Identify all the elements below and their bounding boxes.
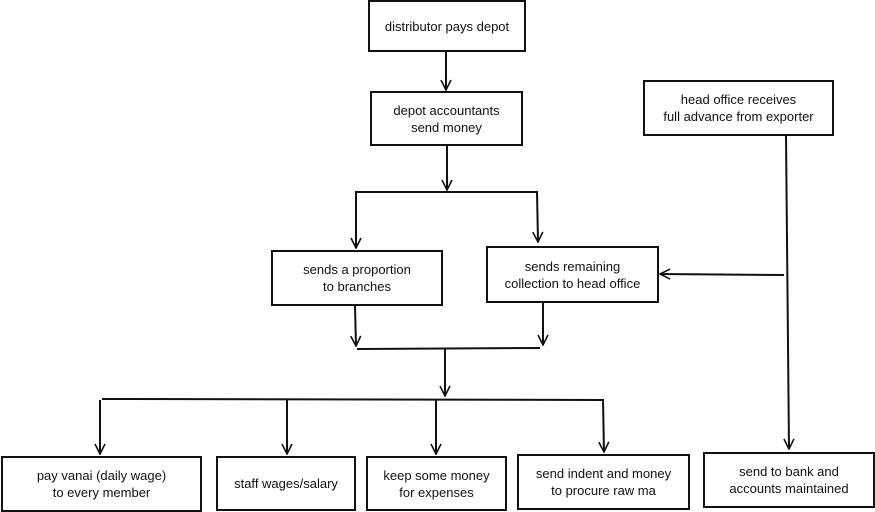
depot-accountants-box: depot accountants send money (370, 91, 523, 146)
sends-proportion-to-branches-box: sends a proportion to branches (271, 250, 443, 306)
arrow-branches-to-merge (355, 305, 356, 346)
send-indent-and-money-box: send indent and money to procure raw ma (517, 454, 690, 510)
distributor-pays-depot-box: distributor pays depot (368, 0, 526, 52)
send-to-bank-box: send to bank and accounts maintained (703, 452, 875, 508)
sends-remaining-to-head-office-box: sends remaining collection to head offic… (486, 246, 659, 303)
head-office-receives-advance-box: head office receives full advance from e… (643, 80, 834, 136)
pay-vanai-box: pay vanai (daily wage) to every member (1, 456, 202, 512)
merge-bar (356, 347, 541, 350)
arrow-advance-to-collection (660, 274, 785, 275)
arrow-split-to-head-office (537, 191, 538, 242)
distribution-bar (101, 398, 605, 401)
staff-wages-box: staff wages/salary (216, 456, 356, 511)
arrow-to-indent (603, 399, 604, 452)
keep-money-for-expenses-box: keep some money for expenses (366, 456, 507, 511)
advance-trunk (786, 134, 789, 449)
